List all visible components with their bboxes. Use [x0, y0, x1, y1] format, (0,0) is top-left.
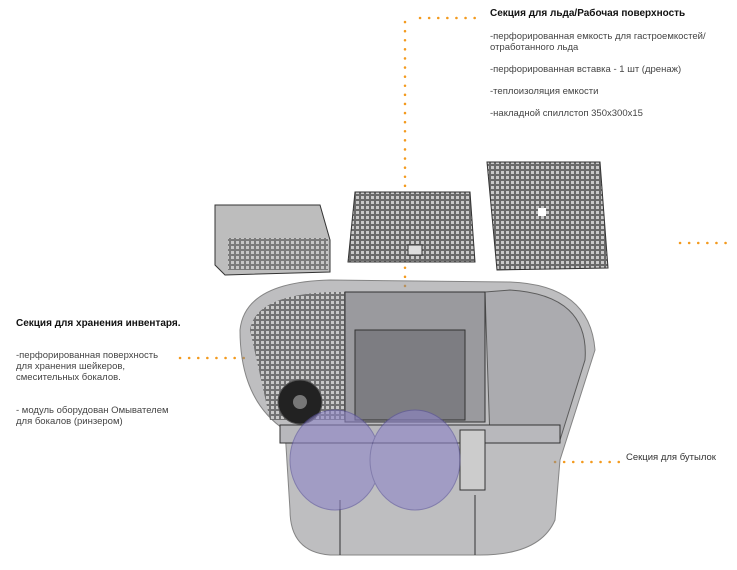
ice-item: -накладной спиллстоп 350x300x15: [490, 108, 643, 119]
ice-item: -перфорированная емкость для гастроемкос…: [490, 31, 706, 42]
storage-item: для хранения шейкеров,: [16, 361, 126, 372]
storage-item: смесительных бокалов.: [16, 372, 121, 383]
storage-item: - модуль оборудован Омывателем: [16, 405, 169, 416]
ice-section-title: Секция для льда/Рабочая поверхность: [490, 8, 686, 19]
bottle-right: [369, 409, 461, 511]
ice-item: отработанного льда: [490, 42, 579, 53]
perforated-insert: [347, 191, 476, 263]
storage-item: для бокалов (ринзером): [16, 416, 123, 427]
bottle-section-label: Секция для бутылок: [626, 452, 716, 463]
water-bottles: [289, 409, 461, 511]
perforated-container: [214, 204, 331, 276]
storage-item: -перфорированная поверхность: [16, 350, 159, 361]
storage-section-title: Секция для хранения инвентаря.: [16, 318, 181, 329]
ice-item: -теплоизоляция емкости: [490, 86, 599, 97]
bottle-left: [289, 409, 381, 511]
ice-item: -перфорированная вставка - 1 шт (дренаж): [490, 64, 682, 75]
spillstop-mat: [486, 161, 609, 271]
